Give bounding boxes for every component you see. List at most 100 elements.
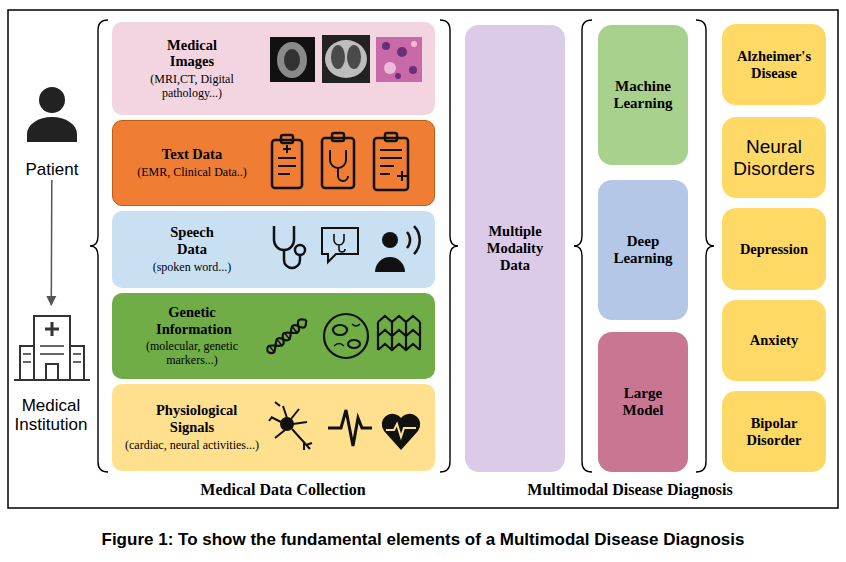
modality-band: Text Data (EMR, Clinical Data..) [112,120,435,206]
disease-label: Depression [740,241,808,258]
dna-helix [265,316,310,356]
clipboard-clip [385,133,397,141]
modality-heading: Speech Data [156,224,228,257]
disease-box: Anxiety [722,300,826,381]
hospital-ground [14,379,90,381]
pathology-image [376,37,422,82]
hospital-wing [70,346,84,380]
clipboard [272,140,302,188]
method-box: Machine Learning [598,25,688,165]
speaker-head [382,232,398,248]
pathology-cell [395,73,401,79]
modality-examples: (spoken word...) [153,261,232,275]
clipboard-clip [332,133,344,141]
disease-box: Depression [722,208,826,290]
ct-chest [325,40,367,78]
ct-lung [347,45,361,69]
dna-strand [265,316,309,355]
left-brace [90,20,108,472]
medical-image-thumbnails [270,35,422,83]
hospital-cross [45,322,59,336]
method-box: Deep Learning [598,180,688,320]
physiological-icons [269,402,420,450]
disease-label: Neural Disorders [726,136,822,180]
heart-pulse [386,424,416,437]
clipboard-lines [278,145,296,174]
right-brace [696,20,714,472]
method-label: Large Model [603,385,683,420]
mri-brain [277,42,307,78]
outer-frame [8,10,838,508]
dna-strand [265,317,309,356]
clipboard-clip [281,135,293,143]
dna-rungs [268,326,297,353]
data-column: Multiple Modality Data [465,25,565,472]
section-label: Multimodal Disease Diagnosis [480,481,780,499]
pathology-cell [411,41,417,47]
modality-examples: (MRI,CT, Digital pathology...) [122,73,262,101]
modality-examples: (molecular, genetic markers...) [122,340,262,368]
hospital-windows [23,346,81,362]
cell-organelle [348,340,360,348]
modality-heading: Text Data [162,146,222,163]
stethoscope-tube [284,250,300,268]
right-brace [440,20,458,472]
figure-caption: Figure 1: To show the fundamental elemen… [0,530,846,550]
modality-band: Physiological Signals(cardiac, neural ac… [112,384,435,471]
hospital-wing [20,346,34,380]
clipboard [322,138,354,188]
cell-detail [334,324,360,346]
method-label: Deep Learning [603,233,683,268]
disease-label: Anxiety [750,332,798,349]
method-box: Large Model [598,332,688,472]
modality-heading: Physiological Signals [156,402,228,435]
clipboard-lines [380,150,407,181]
modality-band: Genetic Information (molecular, genetic m… [112,293,435,379]
clipboard [374,138,408,190]
disease-label: Alzheimer's Disease [726,48,822,81]
disease-box: Alzheimer's Disease [722,24,826,105]
actor-label: Patient [26,160,79,180]
flow-arrow [51,180,53,305]
modality-band: Medical Images (MRI,CT, Digital pathology… [112,22,435,115]
mri-ventricle [284,49,300,71]
cell-organelle [333,325,347,335]
modality-heading: Genetic Information [156,304,228,337]
ecg-line [328,410,372,446]
patient-body [27,117,77,142]
section-label: Medical Data Collection [140,481,426,499]
ct-lung [331,45,345,69]
pathology-cell [409,66,417,74]
modality-band: Speech Data (spoken word...) [112,211,435,288]
clipboard-stethoscope [330,150,348,181]
patient-head [39,87,65,113]
heart-shape [382,414,420,450]
actor-node: Patient [12,88,92,180]
pathology-cell [382,42,390,50]
disease-box: Neural Disorders [722,117,826,198]
pathology-cell [384,62,396,74]
actor-label: Medical Institution [5,396,97,435]
sound-wave [414,226,420,254]
hospital-icon [14,316,90,380]
hospital-door [46,364,58,380]
mri-image [270,37,315,82]
ct-image [322,35,370,83]
actor-node: Medical Institution [4,305,98,435]
column-label: Multiple Modality Data [475,223,555,273]
left-brace [574,20,592,472]
cell-outline [324,314,368,358]
modality-heading: Medical Images [156,37,228,70]
clipboard-icons [272,133,408,190]
pathology-cell [397,47,407,57]
stethoscope-chest [295,245,305,255]
bubble-stethoscope [334,234,345,252]
braces [90,20,714,472]
speaker-body [375,257,405,272]
modality-examples: (EMR, Clinical Data..) [137,166,247,180]
patient-icon [27,87,77,142]
hospital-main [34,316,70,380]
lattice-icon [378,316,420,350]
speech-icons [274,226,420,272]
